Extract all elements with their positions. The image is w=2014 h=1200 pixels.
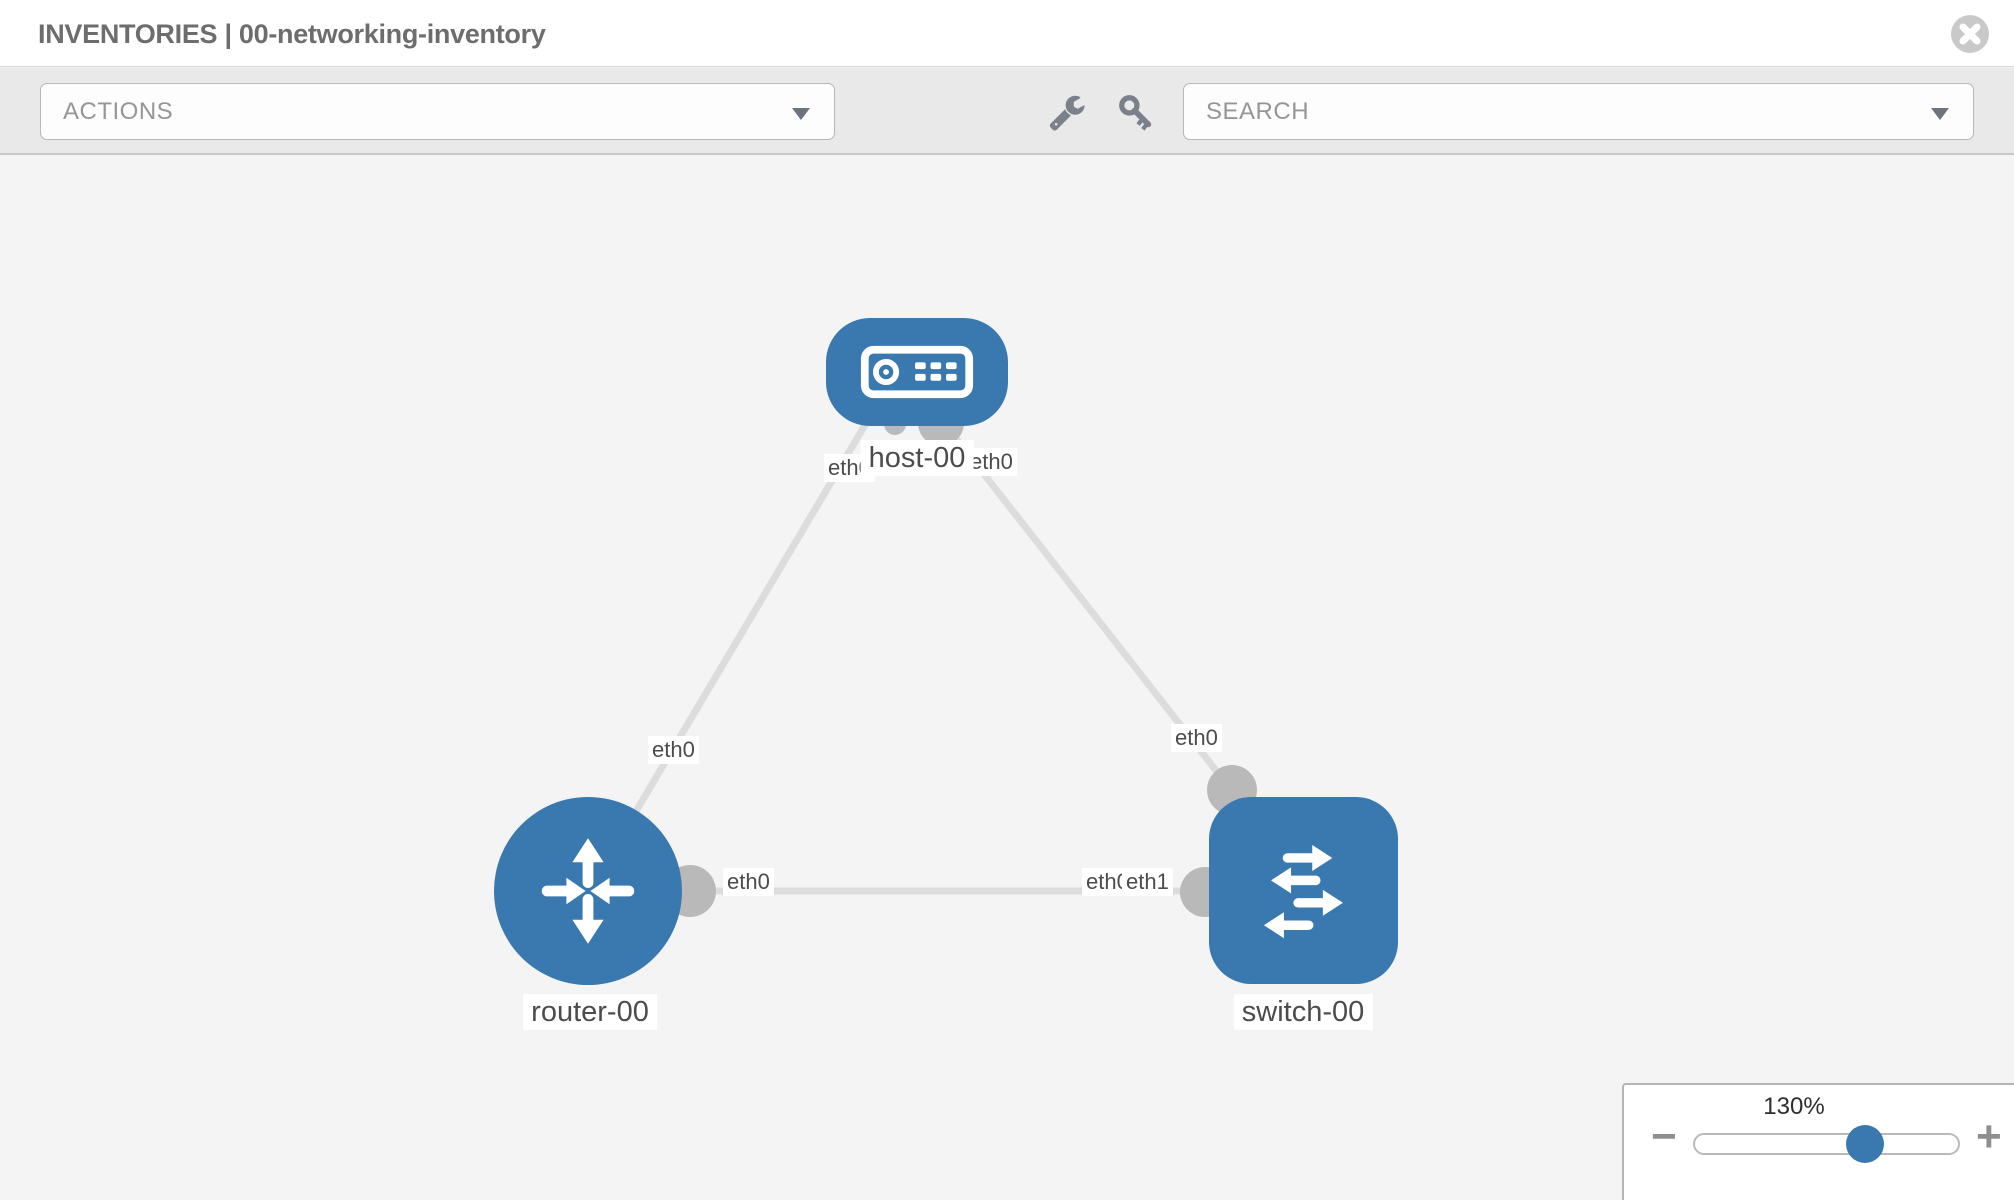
node-switch-00[interactable]: [1209, 797, 1398, 984]
search-dropdown[interactable]: SEARCH: [1183, 83, 1974, 140]
page-title: INVENTORIES | 00-networking-inventory: [38, 19, 546, 49]
zoom-slider-track[interactable]: [1693, 1133, 1960, 1155]
key-icon: [1119, 95, 1152, 131]
node-label-router-00: router-00: [523, 994, 657, 1030]
zoom-in-button[interactable]: +: [1976, 1112, 2002, 1161]
header-bar: INVENTORIES | 00-networking-inventory: [0, 0, 2014, 67]
router-icon: [541, 838, 635, 944]
host-server-icon: [860, 345, 974, 399]
iface-label-host-eth0-right: eth0: [966, 448, 1017, 476]
zoom-control-panel: 130% − +: [1622, 1083, 2014, 1200]
caret-down-icon: [792, 108, 810, 120]
close-button[interactable]: [1950, 14, 1990, 54]
wrench-button[interactable]: [1048, 93, 1086, 131]
iface-label-router-eth0-to-host: eth0: [648, 736, 699, 764]
zoom-level-value: 130%: [1763, 1093, 1825, 1120]
close-icon: [1951, 15, 1989, 53]
caret-down-icon: [1931, 108, 1949, 120]
node-label-host-00: host-00: [860, 440, 974, 476]
node-label-switch-00: switch-00: [1233, 994, 1373, 1030]
search-dropdown-label: SEARCH: [1206, 97, 1310, 125]
zoom-slider-handle[interactable]: [1846, 1125, 1884, 1163]
toolbar: ACTIONS SEARCH: [0, 68, 2014, 155]
iface-label-switch-eth1: eth1: [1122, 868, 1173, 896]
node-host-00[interactable]: [826, 318, 1008, 426]
wrench-icon: [1049, 95, 1085, 131]
iface-label-switch-eth0-to-host: eth0: [1171, 724, 1222, 752]
iface-label-router-eth0-to-switch: eth0: [723, 868, 774, 896]
actions-dropdown-label: ACTIONS: [63, 97, 174, 125]
zoom-out-button[interactable]: −: [1651, 1112, 1677, 1161]
key-button[interactable]: [1117, 93, 1155, 131]
actions-dropdown[interactable]: ACTIONS: [40, 83, 835, 140]
switch-icon: [1263, 844, 1343, 938]
node-router-00[interactable]: [494, 797, 682, 985]
